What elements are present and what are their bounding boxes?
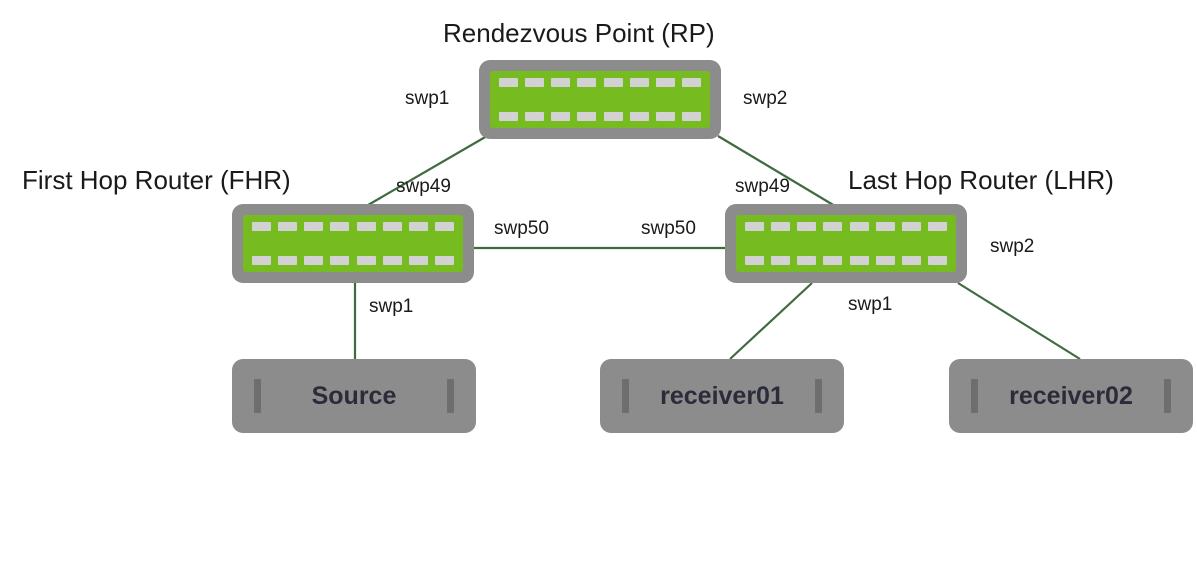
switch-lhr[interactable] (725, 204, 967, 283)
host-label: receiver01 (660, 381, 784, 410)
port-label-lhr-swp2: swp2 (990, 236, 1035, 257)
link-lhr-receiver01 (729, 282, 813, 360)
port-label-fhr-swp1: swp1 (369, 296, 414, 317)
host-bar-left (254, 379, 261, 413)
host-receiver02[interactable]: receiver02 (949, 359, 1193, 433)
host-bar-left (622, 379, 629, 413)
switch-port-row-bottom (499, 112, 701, 121)
port-label-rp-swp2: swp2 (743, 88, 788, 109)
title-fhr: First Hop Router (FHR) (22, 165, 291, 195)
switch-fhr[interactable] (232, 204, 474, 283)
switch-faceplate (243, 215, 463, 272)
title-lhr: Last Hop Router (LHR) (848, 165, 1114, 195)
switch-rp[interactable] (479, 60, 721, 139)
host-bar-right (447, 379, 454, 413)
switch-port-row-bottom (745, 256, 947, 265)
port-label-lhr-swp50: swp50 (641, 218, 696, 239)
link-lhr-receiver02 (957, 282, 1081, 360)
host-source[interactable]: Source (232, 359, 476, 433)
port-label-fhr-swp50: swp50 (494, 218, 549, 239)
host-receiver01[interactable]: receiver01 (600, 359, 844, 433)
port-label-fhr-swp49: swp49 (396, 176, 451, 197)
switch-port-row-top (499, 78, 701, 87)
switch-port-row-top (252, 222, 454, 231)
switch-faceplate (490, 71, 710, 128)
port-label-lhr-swp49: swp49 (735, 176, 790, 197)
link-rp-lhr (717, 135, 846, 213)
host-label: receiver02 (1009, 381, 1133, 410)
host-label: Source (311, 381, 397, 410)
switch-port-row-bottom (252, 256, 454, 265)
host-bar-left (971, 379, 978, 413)
switch-port-row-top (745, 222, 947, 231)
host-bar-right (815, 379, 822, 413)
port-label-rp-swp1: swp1 (405, 88, 450, 109)
link-fhr-rp (355, 135, 488, 213)
switch-faceplate (736, 215, 956, 272)
port-label-lhr-swp1: swp1 (848, 294, 893, 315)
host-bar-right (1164, 379, 1171, 413)
title-rp: Rendezvous Point (RP) (443, 18, 715, 48)
